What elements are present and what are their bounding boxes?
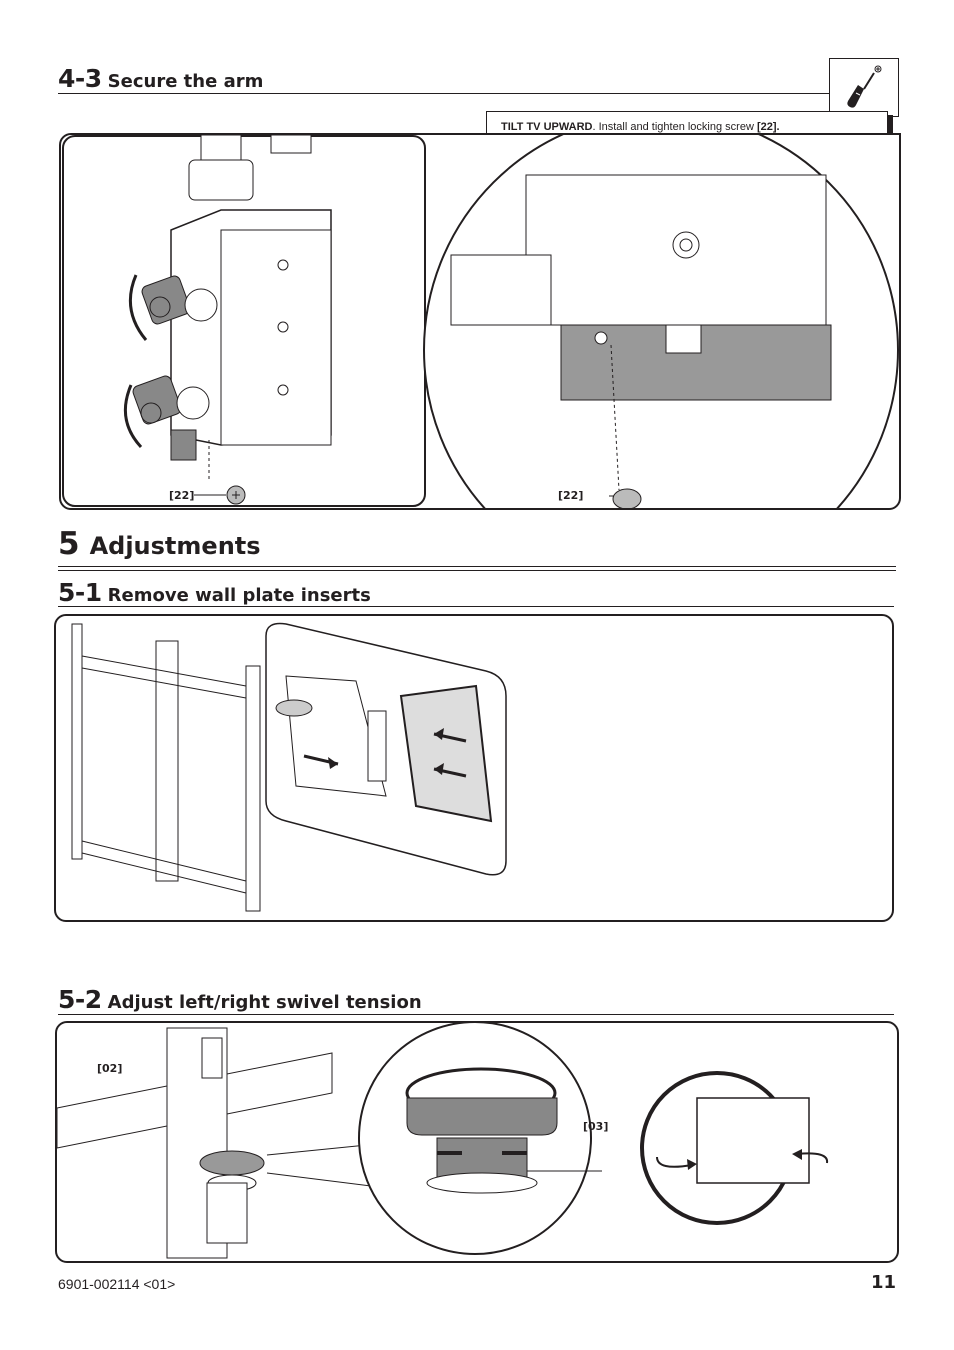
arm-bracket-illustration: [62, 135, 899, 508]
section-4-3-panel: [22] [22]: [59, 133, 901, 510]
section-4-3-number: 4-3: [58, 64, 102, 93]
instruction-ref: [22].: [756, 121, 780, 133]
section-5-1-rule: [58, 606, 894, 607]
callout-22-right: [22]: [558, 489, 584, 502]
section-5-1-number: 5-1: [58, 578, 102, 607]
footer-doc-number: 6901-002114 <01>: [58, 1276, 176, 1292]
callout-03: [03]: [583, 1120, 609, 1133]
section-5-2-panel: [02] [03]: [55, 1021, 899, 1263]
swivel-tension-illustration: [57, 1023, 829, 1259]
section-5-heading: 5 Adjustments: [58, 526, 261, 562]
screwdriver-icon: [830, 59, 898, 116]
section-5-number: 5: [58, 526, 80, 562]
section-4-3-title: Secure the arm: [107, 71, 264, 92]
section-4-3-rule: [58, 93, 830, 94]
section-5-2-rule: [58, 1014, 894, 1015]
wall-plate-illustration: [71, 622, 507, 912]
section-5-2-number: 5-2: [58, 985, 102, 1014]
instruction-text: . Install and tighten locking screw: [592, 121, 757, 133]
section-5-rule: [58, 566, 896, 571]
callout-02: [02]: [97, 1062, 123, 1075]
callout-22-left: [22]: [169, 489, 195, 502]
section-5-title: Adjustments: [89, 532, 261, 560]
footer-page-number: 11: [871, 1272, 897, 1293]
instruction-bold: TILT TV UPWARD: [501, 121, 593, 133]
section-5-1-panel: [54, 614, 894, 922]
section-5-1-title: Remove wall plate inserts: [107, 585, 371, 606]
section-5-2-title: Adjust left/right swivel tension: [107, 992, 422, 1013]
tool-box: [829, 58, 899, 117]
